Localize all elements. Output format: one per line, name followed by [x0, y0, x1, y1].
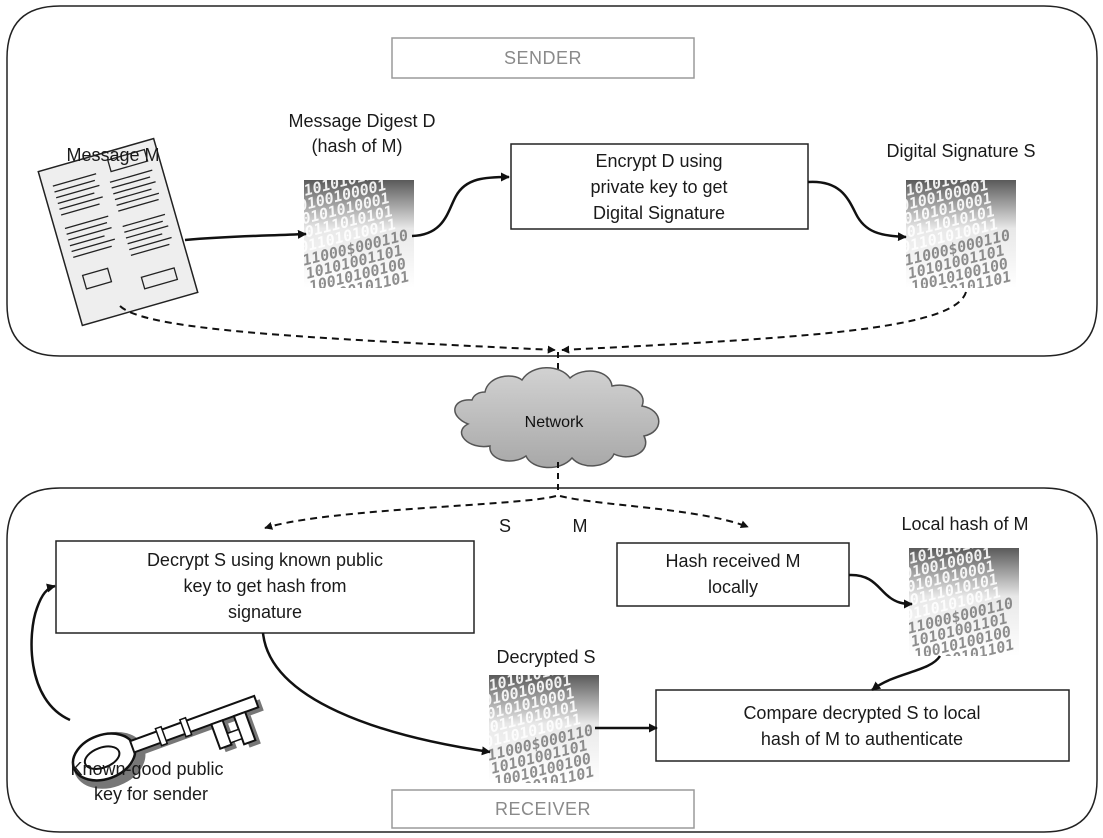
path-s-label: S: [499, 516, 511, 536]
arrow-encrypt-to-signature: [807, 180, 907, 242]
key-label-line2: key for sender: [94, 784, 208, 804]
network-cloud: [454, 367, 660, 469]
local-hash-label: Local hash of M: [901, 514, 1028, 534]
binary-image-background: [906, 180, 1016, 288]
decrypted-s-binary-image: 1110101011100100100001001010100011011101…: [489, 675, 599, 783]
signature-label: Digital Signature S: [886, 141, 1035, 161]
decrypted-label: Decrypted S: [496, 647, 595, 667]
encrypt-box-line2: private key to get: [590, 177, 727, 197]
message-digest-binary-image: 1110101011100100100001001010100011011101…: [304, 180, 414, 288]
dashed-to-decrypt: [264, 495, 557, 530]
compare-box: [655, 689, 1070, 762]
key-label-line1: Known-good public: [70, 759, 223, 779]
sender-section-box: [391, 37, 695, 79]
binary-image-background: [304, 180, 414, 288]
decrypt-box-line3: signature: [228, 602, 302, 622]
local-hash-binary-image: 1110101011100100100001001010100011011101…: [909, 548, 1019, 656]
digest-label-line1: Message Digest D: [288, 111, 435, 131]
arrow-hash-to-localhash: [848, 573, 913, 609]
compare-box-line2: hash of M to authenticate: [761, 729, 963, 749]
arrow-key-to-decrypt: [30, 583, 71, 722]
dashed-message-to-network: [119, 305, 556, 354]
dashed-to-hash: [559, 495, 749, 529]
digest-label-line2: (hash of M): [311, 136, 402, 156]
decrypt-box-line1: Decrypt S using known public: [147, 550, 383, 570]
arrow-decrypt-to-decrypted: [261, 632, 491, 756]
encrypt-box: [510, 143, 809, 230]
digital-signature-binary-image: 1110101011100100100001001010100011011101…: [906, 180, 1016, 288]
message-document-icon: [37, 137, 199, 327]
arrow-message-to-digest: [184, 229, 307, 242]
sender-panel: [6, 5, 1098, 357]
encrypt-box-line1: Encrypt D using: [595, 151, 722, 171]
binary-image-background: [489, 675, 599, 783]
network-label: Network: [525, 414, 585, 431]
message-label: Message M: [66, 145, 159, 165]
receiver-panel: [6, 487, 1098, 833]
hash-box-line1: Hash received M: [665, 551, 800, 571]
compare-box-line1: Compare decrypted S to local: [743, 703, 980, 723]
path-m-label: M: [573, 516, 588, 536]
hash-box: [616, 542, 850, 607]
sender-section-label: SENDER: [504, 48, 582, 68]
arrow-localhash-to-compare: [871, 655, 942, 691]
encrypt-box-line3: Digital Signature: [593, 203, 725, 223]
hash-box-line2: locally: [708, 577, 758, 597]
dashed-signature-to-network: [561, 291, 967, 354]
binary-image-background: [909, 548, 1019, 656]
arrow-digest-to-encrypt: [411, 172, 510, 238]
receiver-section-box: [391, 789, 695, 829]
decrypt-box: [55, 540, 475, 634]
public-key-icon: [71, 694, 264, 789]
decrypt-box-line2: key to get hash from: [183, 576, 346, 596]
receiver-section-label: RECEIVER: [495, 799, 591, 819]
